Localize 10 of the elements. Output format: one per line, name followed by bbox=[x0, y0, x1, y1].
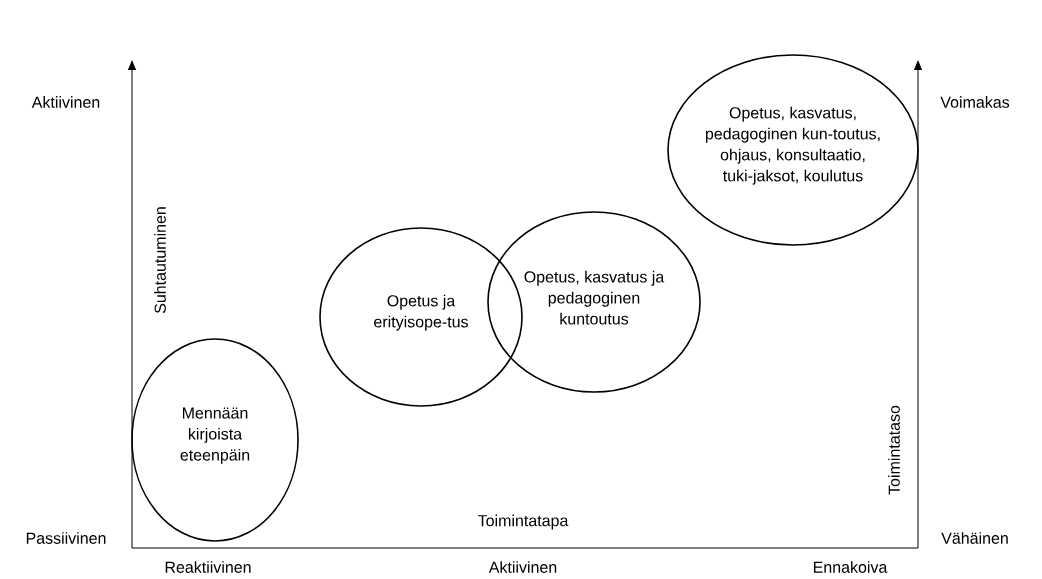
axis-label: Voimakas bbox=[940, 96, 1010, 108]
axis-label: Passiivinen bbox=[26, 532, 106, 544]
axis-label: Aktiivinen bbox=[31, 96, 100, 108]
axis-label: Reaktiivinen bbox=[165, 561, 251, 573]
axis-label: Aktiivinen bbox=[488, 561, 557, 573]
axis-label: Vähäinen bbox=[941, 532, 1008, 544]
axis-title: Toimintatapa bbox=[478, 514, 569, 530]
axis-title: Toimintataso bbox=[888, 405, 900, 495]
axis-label: Ennakoiva bbox=[813, 561, 888, 573]
axis-title: Suhtautuminen bbox=[154, 207, 166, 314]
